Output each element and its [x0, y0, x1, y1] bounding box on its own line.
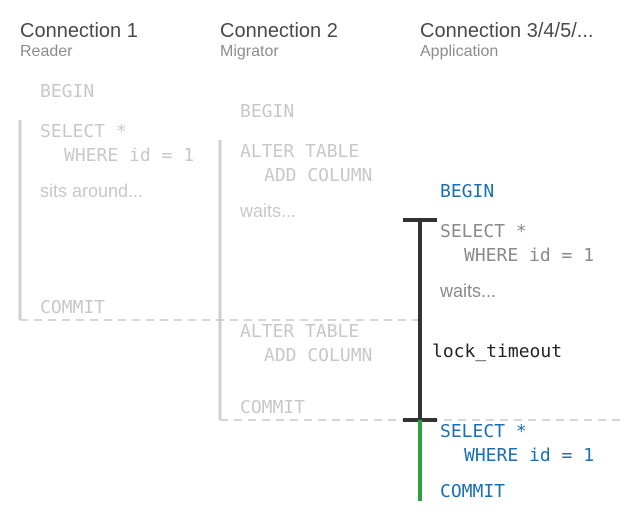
- connection3-select: SELECT *: [440, 421, 527, 442]
- connection1-begin: BEGIN: [40, 81, 95, 102]
- connection3-title: Connection 3/4/5/...: [420, 20, 594, 42]
- connection2-add-column-retry: ADD COLUMN: [264, 345, 373, 366]
- connection1-note: sits around...: [40, 181, 144, 201]
- connection3-note: waits...: [440, 281, 497, 301]
- connection2-alter-table: ALTER TABLE: [240, 141, 360, 162]
- connection2-commit: COMMIT: [240, 397, 306, 418]
- connection2-alter-table-retry: ALTER TABLE: [240, 321, 360, 342]
- lock-timeout-label: lock_timeout: [432, 341, 563, 362]
- connection2-note: waits...: [240, 201, 297, 221]
- connection2-role: Migrator: [220, 43, 279, 60]
- connection3-select-blocked: SELECT *: [440, 221, 527, 242]
- connection1-title: Connection 1: [20, 20, 138, 42]
- connection1-role: Reader: [20, 43, 73, 60]
- connection2-begin: BEGIN: [240, 101, 295, 122]
- connection3-begin: BEGIN: [440, 181, 495, 202]
- connection1-where: WHERE id = 1: [64, 145, 195, 166]
- connection3-where-blocked: WHERE id = 1: [464, 245, 595, 266]
- connection3-role: Application: [420, 43, 499, 60]
- connection2-title: Connection 2: [220, 20, 338, 42]
- connection1-select: SELECT *: [40, 121, 127, 142]
- connection2-add-column: ADD COLUMN: [264, 165, 373, 186]
- connection3-where: WHERE id = 1: [464, 445, 595, 466]
- connection1-commit: COMMIT: [40, 297, 106, 318]
- connection3-commit: COMMIT: [440, 481, 506, 502]
